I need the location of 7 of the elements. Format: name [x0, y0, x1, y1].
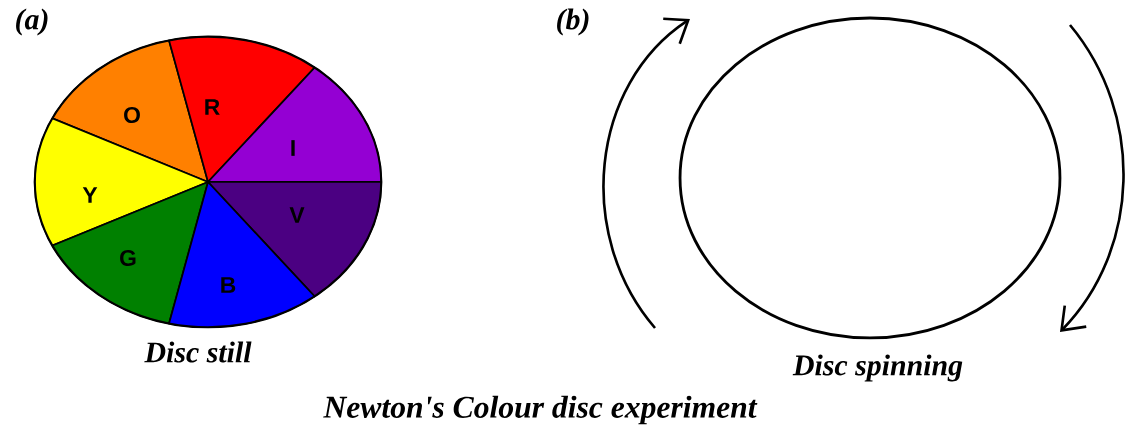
disc-caption: Disc spinning: [792, 354, 963, 382]
panel-label: (a): [16, 8, 48, 36]
disc-caption: Disc still: [144, 341, 252, 363]
panel-label: (b): [557, 8, 589, 36]
disc: [678, 16, 1062, 340]
disc: [33, 35, 383, 329]
caption: Newton's Colour disc experiment: [323, 395, 758, 425]
